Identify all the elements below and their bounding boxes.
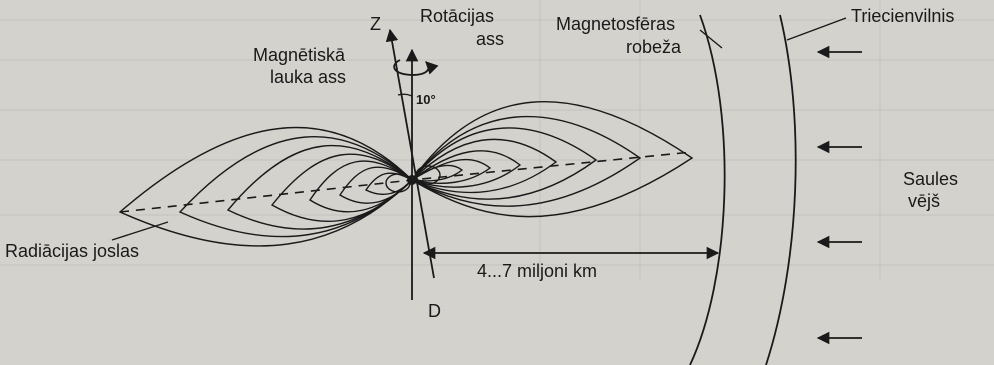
- magnetosphere-boundary-line: [690, 15, 725, 365]
- tilt-angle-label: 10°: [416, 92, 436, 107]
- z-axis-label: Z: [370, 14, 381, 34]
- shock-wave-label: Triecienvilnis: [851, 6, 954, 26]
- solar-wind-arrows: [818, 52, 862, 338]
- distance-label: 4...7 miljoni km: [477, 261, 597, 281]
- magnetic-axis-label-line2: lauka ass: [270, 67, 346, 87]
- magnetic-equator-line: [120, 152, 692, 212]
- shock-leader-line: [787, 18, 846, 40]
- magnetosphere-label-line1: Magnetosfēras: [556, 14, 675, 34]
- belts-leader-line: [112, 222, 168, 240]
- rotation-axis-label-line1: Rotācijas: [420, 6, 494, 26]
- magnetic-axis-label-line1: Magnētiskā: [253, 45, 346, 65]
- magnetosphere-label-line2: robeža: [626, 37, 682, 57]
- solar-wind-label-line2: vējš: [908, 191, 940, 211]
- shock-wave-line: [766, 15, 796, 365]
- left-field-lines: [120, 127, 412, 245]
- boundary-leader-line: [700, 30, 722, 48]
- radiation-belts-label: Radiācijas joslas: [5, 241, 139, 261]
- d-axis-label: D: [428, 301, 441, 321]
- rotation-axis-label-line2: ass: [476, 29, 504, 49]
- right-field-lines: [412, 102, 692, 217]
- tilt-angle-arc: [398, 94, 412, 96]
- solar-wind-label-line1: Saules: [903, 169, 958, 189]
